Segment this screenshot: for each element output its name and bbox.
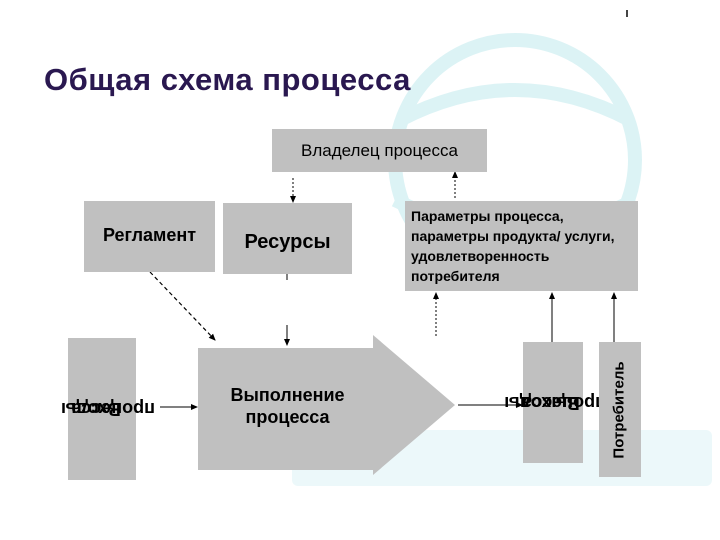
process-execution-line2: процесса [245,407,330,427]
consumer-label: Потребитель [611,360,628,459]
parameters-box: Параметры процесса, параметры продукта/ … [405,201,638,291]
consumer-box: Потребитель [599,342,641,477]
process-owner-label: Владелец процесса [301,140,458,160]
process-inputs-line2: процесса [71,399,155,419]
resources-box: Ресурсы [223,203,352,274]
parameters-label: Параметры процесса, параметры продукта/ … [411,208,615,284]
process-execution-line1: Выполнение [230,385,345,405]
execution-arrow-shape [198,335,455,475]
process-outputs-box: Выходы процесса [504,342,606,463]
process-outputs-label: Выходы процесса [504,361,606,445]
process-execution-label-area: Выполнение процесса [200,375,375,437]
regulation-label: Регламент [102,225,197,245]
process-inputs-label: Входы процесса [61,367,155,451]
process-inputs-box: Входы процесса [61,338,155,480]
regulation-box: Регламент [84,201,215,272]
process-owner-box: Владелец процесса [272,129,487,172]
arrow-regulation-to-execution [149,271,216,341]
process-outputs-line2: процесса [522,392,606,413]
corner-tick-mark [626,10,628,17]
resources-label: Ресурсы [244,231,331,253]
page-title: Общая схема процесса [44,62,411,97]
